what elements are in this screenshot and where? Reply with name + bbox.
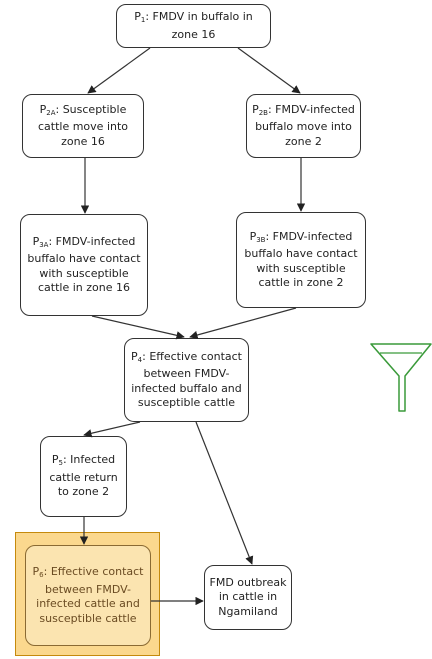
node-p4: P4: Effective contact between FMDV-infec… [124, 338, 249, 422]
node-p2a: P2A: Susceptible cattle move into zone 1… [22, 94, 144, 158]
edge-p1-p2b [237, 47, 301, 94]
node-p1: P1: FMDV in buffalo in zone 16 [116, 4, 271, 48]
node-p3b: P3B: FMDV-infected buffalo have contact … [236, 212, 366, 308]
edge-p3a-p4 [91, 315, 185, 340]
edge-p3b-p4 [189, 307, 297, 340]
edge-p4-outcome [195, 421, 254, 565]
node-outcome: FMD outbreak in cattle in Ngamiland [204, 565, 292, 630]
node-p2b: P2B: FMDV-infected buffalo move into zon… [246, 94, 361, 158]
edge-p1-p2a [87, 47, 151, 94]
node-p5: P5: Infected cattle return to zone 2 [40, 436, 127, 517]
node-p6: P6: Effective contact between FMDV-infec… [25, 545, 151, 646]
edge-p4-p5 [83, 421, 141, 438]
node-p3a: P3A: FMDV-infected buffalo have contact … [20, 214, 148, 316]
